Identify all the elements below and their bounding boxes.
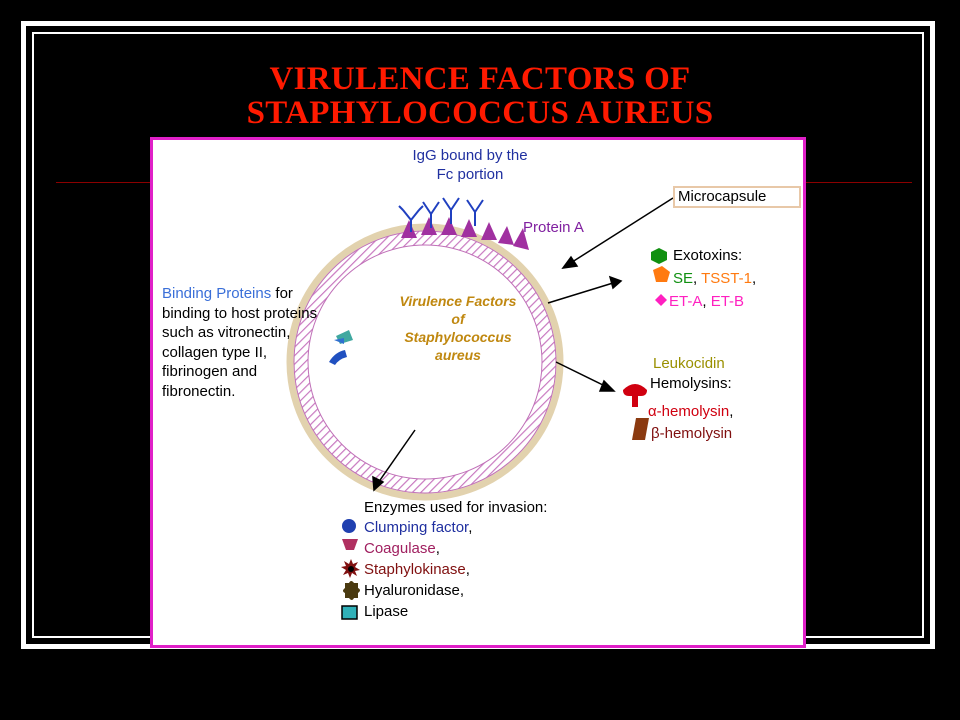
orange-pentagon-icon — [653, 266, 670, 282]
title-rule-left — [56, 182, 150, 183]
diagram-panel: IgG bound by the Fc portion Protein A Mi… — [150, 137, 806, 648]
enzyme-sep: , — [459, 582, 465, 599]
exotoxin-etb: ET-B — [710, 293, 745, 310]
binding-heading-colored: Binding Proteins — [162, 285, 272, 302]
enzymes-list: Clumping factor, Coagulase, Staphylokina… — [364, 517, 472, 622]
binding-line-4: fibrinogen and — [162, 363, 258, 380]
enzyme-item: Lipase — [364, 601, 472, 622]
enzyme-staphylokinase: Staphylokinase — [364, 561, 466, 578]
exotoxins-line-1: SE, TSST-1, — [673, 269, 756, 288]
exotoxin-eta: ET-A — [669, 293, 703, 310]
igg-label-line-1: IgG bound by the — [412, 147, 528, 164]
protein-a-label: Protein A — [523, 219, 584, 236]
cup-icon — [342, 539, 358, 550]
green-hexagon-icon — [651, 248, 667, 264]
enzyme-hyaluronidase: Hyaluronidase — [364, 582, 460, 599]
hemolysin-alpha-text: α-hemolysin — [648, 403, 730, 420]
binding-line-5: fibronectin. — [162, 382, 236, 400]
slide-title: VIRULENCE FACTORS OF STAPHYLOCOCCUS AURE… — [0, 62, 960, 130]
red-mushroom-icon — [623, 384, 647, 407]
enzyme-sep: , — [468, 519, 473, 536]
spiked-star-icon — [341, 559, 360, 578]
center-label: Virulence Factors of Staphylococcus aure… — [388, 292, 528, 364]
center-label-line-4: aureus — [435, 347, 481, 363]
diagram-graphics — [286, 197, 674, 620]
enzyme-item: Staphylokinase, — [364, 559, 472, 580]
exotoxin-sep-1: , — [693, 270, 702, 287]
enzyme-item: Clumping factor, — [364, 517, 472, 538]
enzyme-coagulase: Coagulase — [364, 540, 436, 557]
binding-proteins-label: Binding Proteins for binding to host pro… — [162, 284, 317, 401]
hemolysin-sep: , — [729, 403, 734, 420]
hemolysin-beta: β-hemolysin — [651, 425, 733, 442]
cell-wall-inner-edge — [307, 244, 543, 480]
leukocidin-label: Leukocidin — [653, 355, 725, 372]
binding-heading-rest: for — [271, 285, 293, 302]
exotoxin-se: SE — [673, 270, 694, 287]
binding-heading: Binding Proteins for — [162, 284, 317, 304]
puzzle-icon — [343, 581, 360, 600]
protein-a-icon — [401, 217, 529, 250]
exotoxin-sep-3: , — [702, 293, 711, 310]
enzymes-heading: Enzymes used for invasion: — [364, 499, 548, 516]
exotoxins-line-2: ET-A, ET-B — [669, 292, 744, 311]
teal-square-icon — [341, 605, 358, 620]
center-label-line-2: of — [451, 311, 465, 327]
exotoxin-tsst: TSST-1 — [701, 270, 752, 287]
circle-icon — [342, 519, 356, 533]
microcapsule-label: Microcapsule — [673, 186, 801, 208]
exotoxin-sep-2: , — [751, 270, 757, 287]
enzyme-item: Coagulase, — [364, 538, 472, 559]
center-label-line-3: Staphylococcus — [404, 329, 512, 345]
enzyme-sep: , — [435, 540, 440, 557]
exotoxins-heading: Exotoxins: — [673, 247, 743, 264]
hemolysin-alpha: α-hemolysin, — [648, 402, 733, 421]
brown-bar-icon — [632, 418, 649, 440]
title-rule-right — [806, 182, 912, 183]
binding-line-3: collagen type II, — [162, 343, 268, 361]
enzyme-clumping-factor: Clumping factor — [364, 519, 469, 536]
igg-antibody-icon — [398, 197, 484, 232]
enzyme-lipase: Lipase — [364, 603, 409, 620]
enzyme-sep: , — [465, 561, 470, 578]
arrows — [372, 197, 674, 492]
igg-label-line-2: Fc portion — [436, 166, 504, 183]
center-label-line-1: Virulence Factors — [399, 293, 517, 309]
binding-protein-icon — [329, 330, 353, 365]
pink-diamond-icon — [655, 294, 667, 306]
title-line-2: STAPHYLOCOCCUS AUREUS — [246, 95, 714, 131]
hemolysins-heading: Hemolysins: — [650, 375, 732, 392]
binding-line-1: binding to host proteins — [162, 304, 318, 322]
cell-wall — [294, 231, 556, 493]
enzyme-item: Hyaluronidase, — [364, 580, 472, 601]
igg-label: IgG bound by the Fc portion — [380, 146, 560, 184]
binding-line-2: such as vitronectin, — [162, 324, 291, 341]
title-line-1: VIRULENCE FACTORS OF — [269, 61, 691, 97]
